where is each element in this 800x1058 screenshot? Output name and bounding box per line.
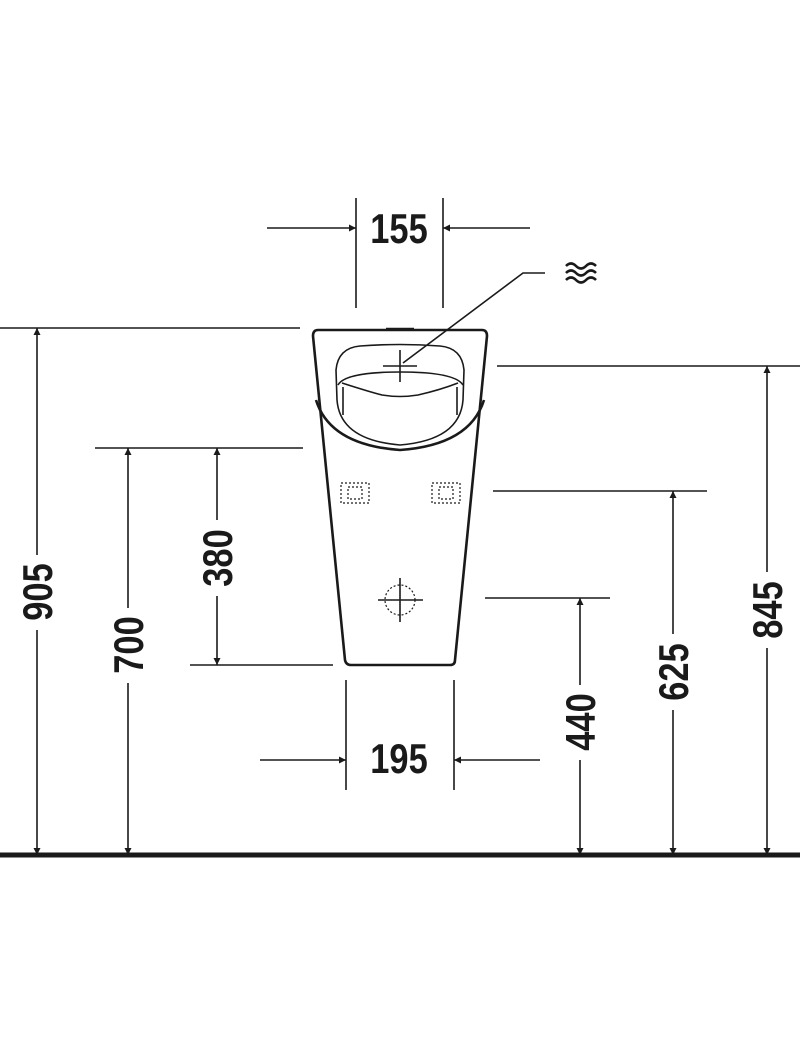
dimension-outlet-height: 440 (558, 693, 605, 750)
dimension-total-height: 905 (15, 563, 62, 620)
outlet-position (378, 578, 423, 622)
dimension-width-top: 155 (370, 206, 427, 253)
urinal-outline (311, 327, 489, 667)
dimension-mount-height: 625 (651, 643, 698, 700)
water-supply-icon (565, 262, 597, 284)
dimension-top-edge-height: 700 (106, 616, 153, 673)
mounting-hole-right (431, 482, 461, 504)
dimension-body-height: 380 (195, 529, 242, 586)
dimension-width-bottom: 195 (370, 736, 427, 783)
mounting-hole-left (340, 482, 370, 504)
dimension-inlet-height: 845 (745, 581, 792, 638)
